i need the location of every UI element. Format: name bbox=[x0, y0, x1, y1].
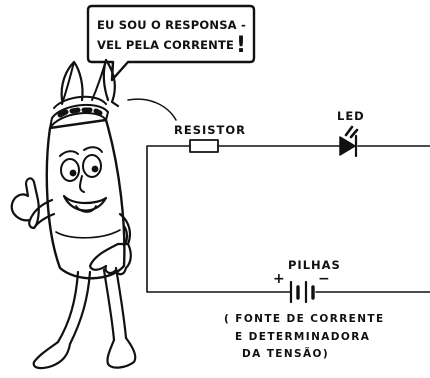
bubble-line-1: EU SOU O RESPONSA - bbox=[97, 18, 246, 32]
led-symbol bbox=[339, 134, 358, 158]
note-line-3: DA TENSÃO) bbox=[242, 347, 329, 360]
character-nose bbox=[79, 175, 85, 193]
character-legs bbox=[56, 266, 128, 346]
character-mouth bbox=[62, 194, 108, 212]
pointer-line bbox=[127, 98, 177, 121]
resistor-label: RESISTOR bbox=[174, 123, 246, 137]
character-left-shoe-icon bbox=[32, 340, 72, 370]
character-right-eye bbox=[82, 154, 102, 178]
battery-plus-sign: + bbox=[273, 271, 285, 287]
battery-symbol bbox=[289, 280, 315, 304]
speech-bubble: EU SOU O RESPONSA - VEL PELA CORRENTE ! bbox=[86, 4, 256, 82]
battery-minus-sign: − bbox=[318, 271, 330, 287]
character-right-shoe-icon bbox=[106, 336, 137, 369]
led-label: LED bbox=[337, 109, 365, 123]
character-right-hand-icon bbox=[88, 242, 132, 276]
circuit-wire bbox=[146, 145, 430, 293]
bubble-line-2: VEL PELA CORRENTE bbox=[97, 38, 234, 52]
note-line-1: ( FONTE DE CORRENTE bbox=[224, 313, 385, 325]
led-light-rays-icon bbox=[344, 125, 359, 139]
character-body bbox=[45, 118, 126, 280]
circuit bbox=[146, 125, 430, 304]
character-thumbs-up-hand-icon bbox=[10, 177, 40, 230]
character-hair bbox=[60, 58, 120, 108]
bubble-exclamation: ! bbox=[236, 33, 246, 58]
character-cap bbox=[49, 95, 109, 129]
note-line-2: E DETERMINADORA bbox=[235, 331, 370, 343]
character-left-eye bbox=[60, 158, 80, 182]
resistor-symbol bbox=[189, 139, 219, 153]
battery-character-illustration bbox=[10, 58, 137, 370]
batteries-label: PILHAS bbox=[288, 258, 341, 272]
